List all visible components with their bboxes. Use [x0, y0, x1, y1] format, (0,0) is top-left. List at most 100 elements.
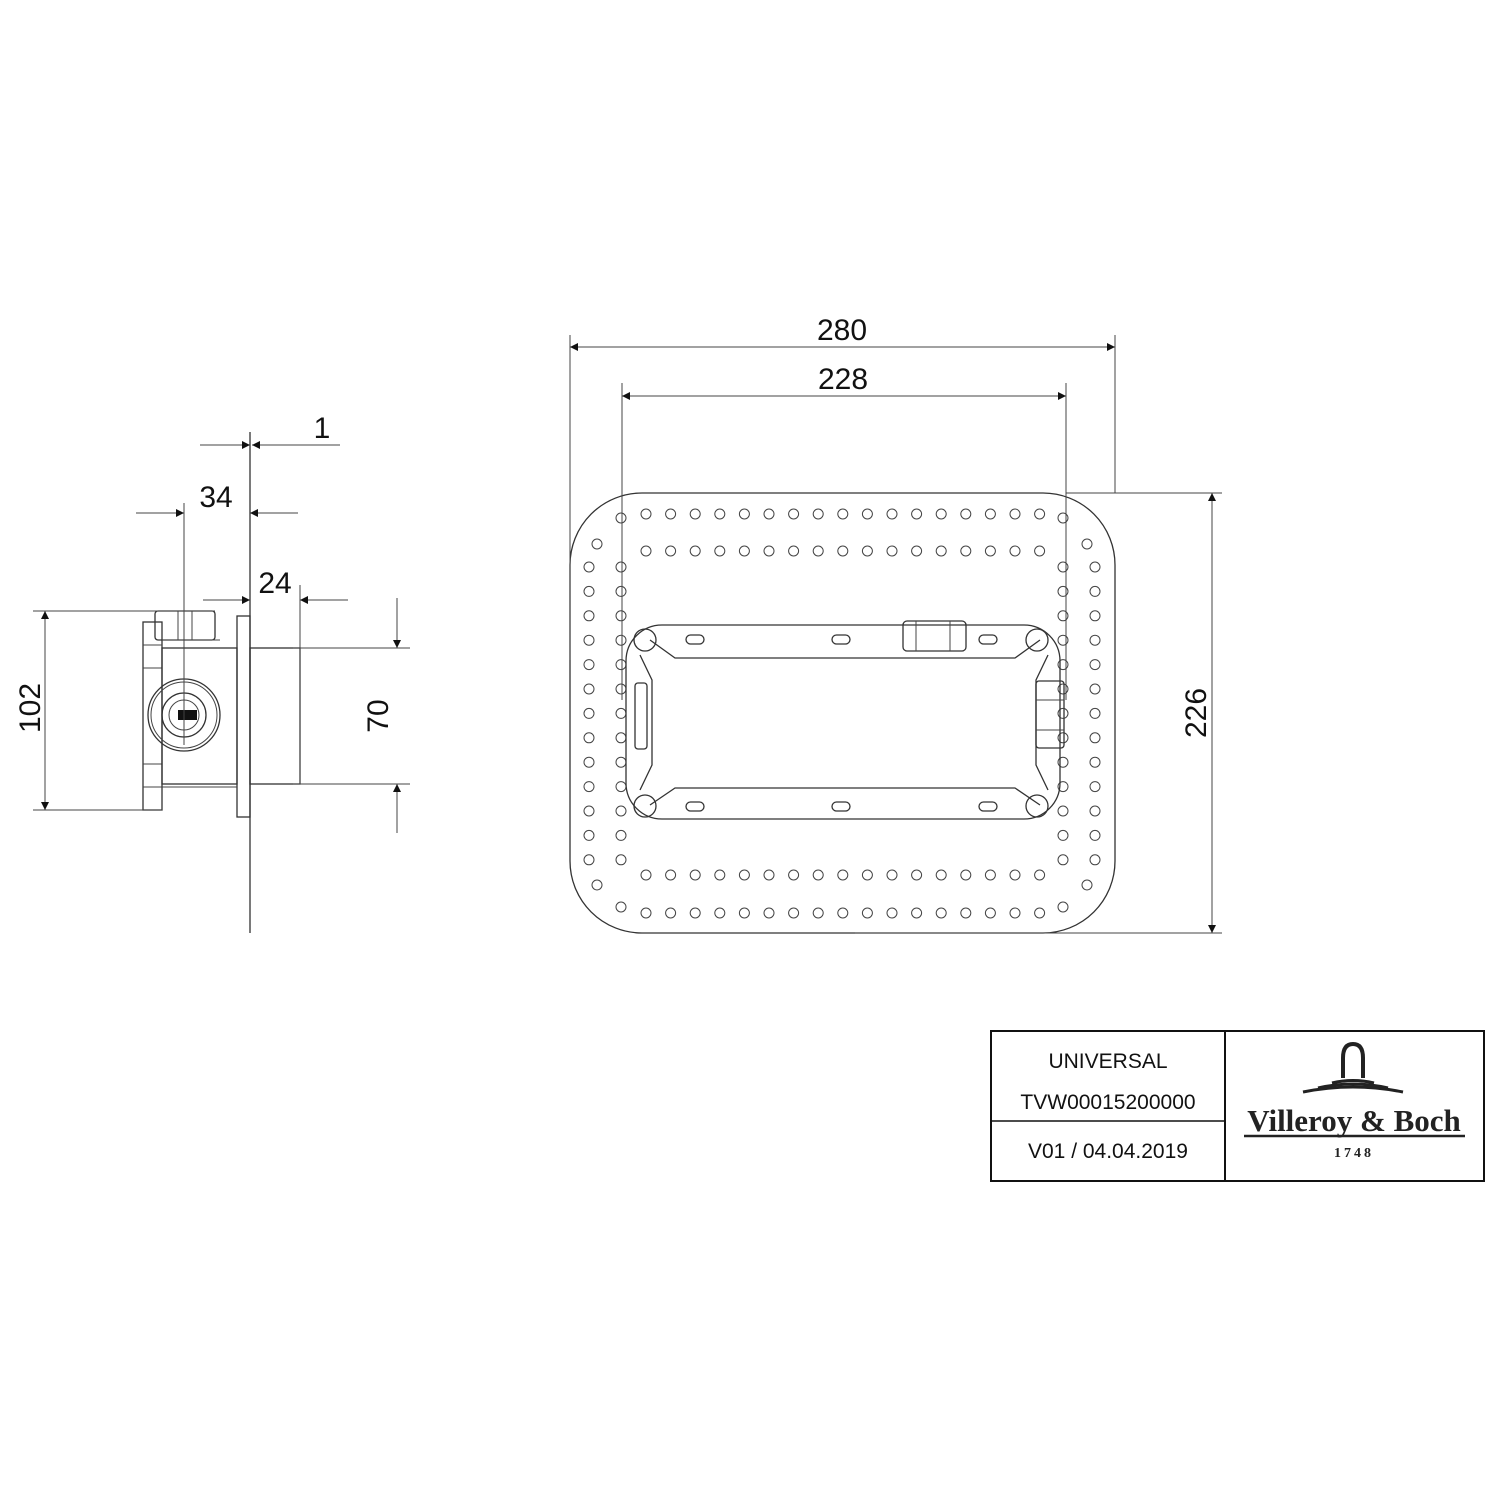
perforation-hole	[615, 756, 627, 768]
version-date: V01 / 04.04.2019	[1028, 1140, 1188, 1163]
perforation-hole	[1081, 879, 1093, 891]
perforation-hole	[1009, 907, 1021, 919]
perforation-hole	[886, 545, 898, 557]
perforation-hole	[583, 634, 595, 646]
perforation-hole	[911, 907, 923, 919]
top-connector-nut	[902, 620, 967, 652]
perforation-hole	[615, 659, 627, 671]
perforation-hole	[714, 907, 726, 919]
perforation-hole	[1057, 512, 1069, 524]
perforation-hole	[837, 869, 849, 881]
perforation-hole	[665, 545, 677, 557]
perforation-hole	[615, 732, 627, 744]
perforation-hole	[837, 907, 849, 919]
perforation-hole	[1057, 707, 1069, 719]
perforation-hole	[960, 545, 972, 557]
perforation-hole	[861, 869, 873, 881]
dim-body-height: 70	[362, 699, 395, 732]
perforation-hole	[1089, 732, 1101, 744]
perforation-hole	[1034, 907, 1046, 919]
perforation-hole	[886, 508, 898, 520]
perforation-hole	[984, 869, 996, 881]
perforation-hole	[1089, 707, 1101, 719]
product-name: UNIVERSAL	[1048, 1050, 1167, 1073]
perforation-hole	[1057, 854, 1069, 866]
perforation-hole	[689, 869, 701, 881]
perforation-hole	[583, 732, 595, 744]
dim-center-depth: 34	[199, 481, 232, 514]
perforation-holes	[583, 508, 1101, 919]
perforation-hole	[615, 854, 627, 866]
perforation-hole	[1034, 508, 1046, 520]
perforation-hole	[583, 854, 595, 866]
perforation-hole	[935, 508, 947, 520]
dim-height: 102	[14, 683, 47, 733]
perforation-hole	[1081, 538, 1093, 550]
perforation-hole	[665, 869, 677, 881]
perforation-hole	[640, 545, 652, 557]
perforation-hole	[837, 545, 849, 557]
perforation-hole	[583, 805, 595, 817]
perforation-hole	[812, 869, 824, 881]
perforation-hole	[1057, 659, 1069, 671]
brand-name: Villeroy & Boch	[1247, 1103, 1461, 1138]
perforation-hole	[689, 545, 701, 557]
spindle-slot	[178, 710, 197, 720]
perforation-hole	[1057, 756, 1069, 768]
perforation-hole	[583, 561, 595, 573]
cover-plate-outline	[569, 492, 1116, 934]
perforation-hole	[886, 869, 898, 881]
perforation-hole	[788, 545, 800, 557]
perforation-hole	[861, 508, 873, 520]
perforation-hole	[665, 508, 677, 520]
perforation-hole	[960, 508, 972, 520]
perforation-hole	[591, 879, 603, 891]
right-connector-nut	[1035, 680, 1065, 749]
left-connector-nut	[634, 682, 648, 750]
perforation-hole	[583, 781, 595, 793]
perforation-hole	[714, 869, 726, 881]
perforation-hole	[689, 907, 701, 919]
perforation-hole	[1009, 508, 1021, 520]
perforation-hole	[911, 508, 923, 520]
perforation-hole	[1009, 869, 1021, 881]
dim-inner-width: 228	[818, 363, 868, 396]
perforation-hole	[812, 508, 824, 520]
perforation-hole	[615, 610, 627, 622]
perforation-hole	[738, 508, 750, 520]
perforation-hole	[812, 907, 824, 919]
perforation-hole	[911, 545, 923, 557]
perforation-hole	[615, 585, 627, 597]
perforation-hole	[615, 805, 627, 817]
perforation-hole	[1089, 659, 1101, 671]
perforation-hole	[861, 545, 873, 557]
perforation-hole	[984, 508, 996, 520]
perforation-hole	[615, 781, 627, 793]
perforation-hole	[763, 907, 775, 919]
dim-plate-thickness: 1	[314, 412, 331, 445]
perforation-hole	[640, 508, 652, 520]
perforation-hole	[1057, 901, 1069, 913]
perforation-hole	[788, 907, 800, 919]
perforation-hole	[1089, 610, 1101, 622]
perforation-hole	[1057, 805, 1069, 817]
perforation-hole	[583, 610, 595, 622]
perforation-hole	[615, 683, 627, 695]
perforation-hole	[1057, 610, 1069, 622]
perforation-hole	[640, 869, 652, 881]
perforation-hole	[984, 907, 996, 919]
perforation-hole	[1057, 634, 1069, 646]
perforation-hole	[1034, 545, 1046, 557]
perforation-hole	[911, 869, 923, 881]
brand-logo-icon	[1302, 1041, 1404, 1094]
perforation-hole	[583, 683, 595, 695]
title-block: UNIVERSAL TVW00015200000 V01 / 04.04.201…	[990, 1030, 1485, 1182]
perforation-hole	[615, 512, 627, 524]
perforation-hole	[1057, 829, 1069, 841]
mounting-flange	[236, 615, 251, 818]
dim-front-height: 226	[1180, 688, 1213, 738]
perforation-hole	[960, 869, 972, 881]
perforation-hole	[763, 869, 775, 881]
